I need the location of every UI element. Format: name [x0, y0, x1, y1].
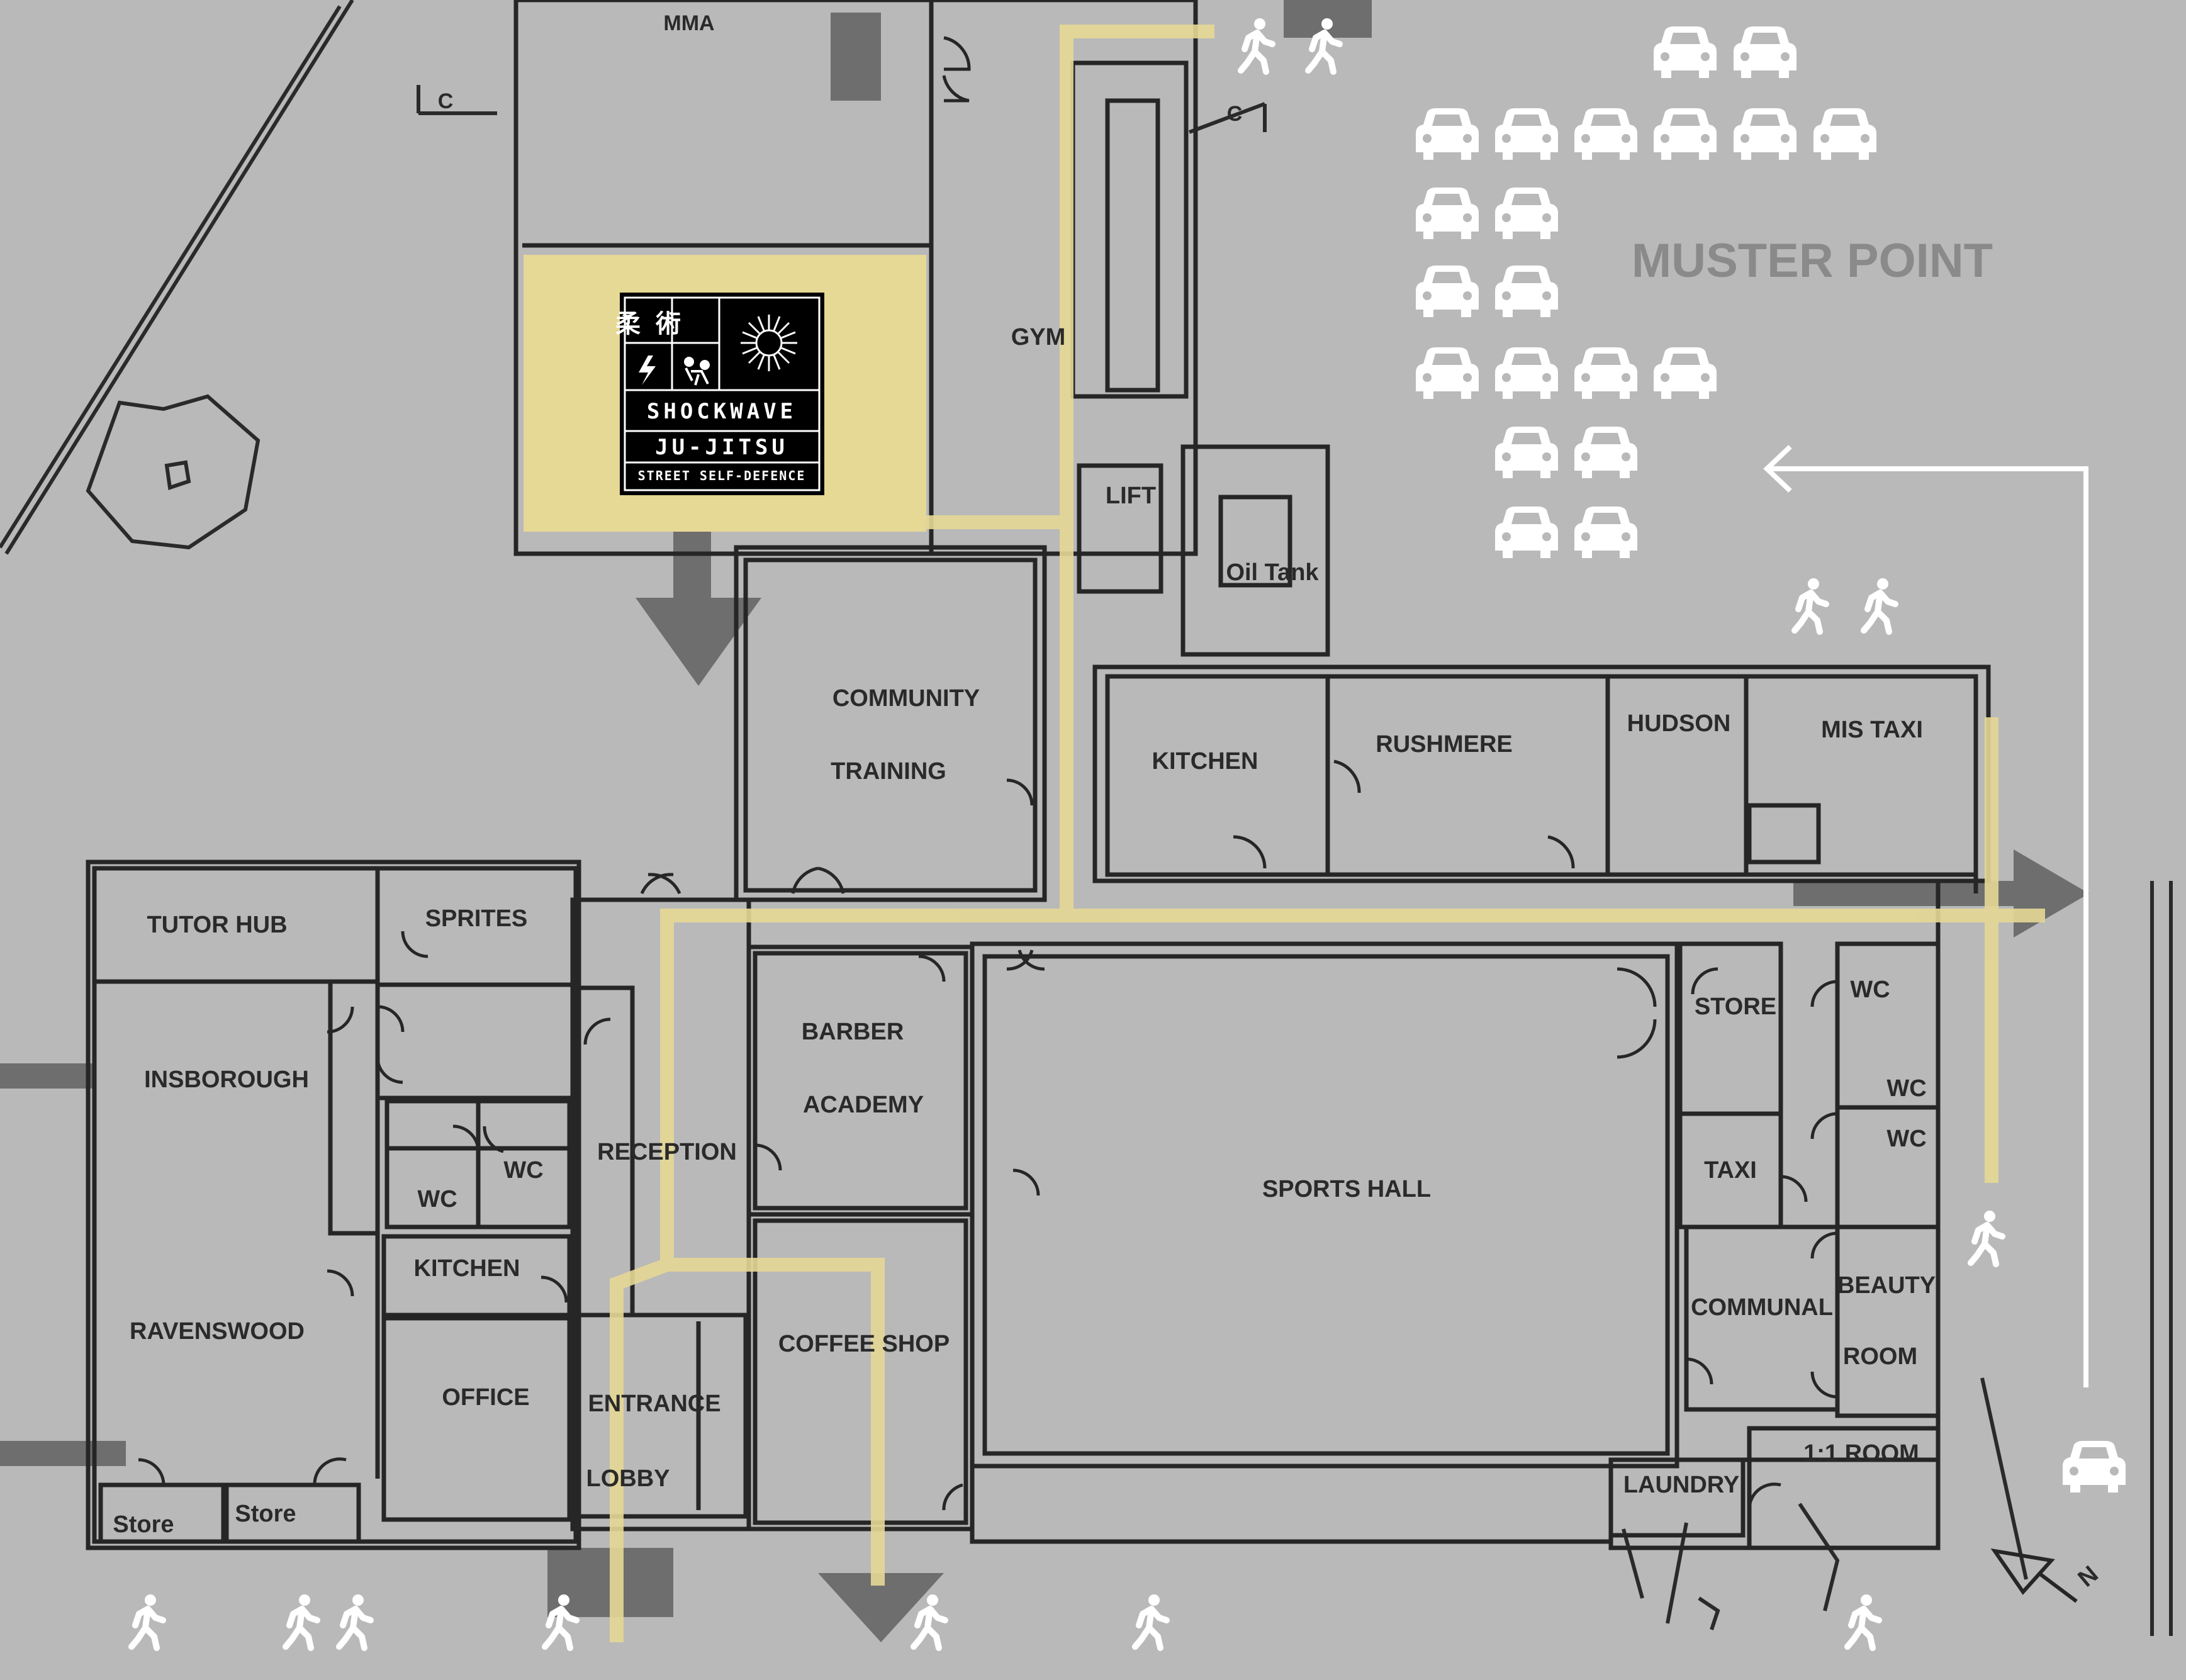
lightning-icon [639, 356, 656, 385]
car-route-arrow [1763, 445, 2088, 1387]
door-swings [138, 36, 1838, 1511]
room-label-entrance: ENTRANCE [588, 1391, 720, 1417]
room-label-office: OFFICE [442, 1384, 529, 1411]
evacuation-route [610, 25, 2045, 1642]
grappling-figures-icon [684, 357, 710, 386]
room-label-wc-d: WC [1886, 1075, 1926, 1102]
compass-label-c2: C [1227, 102, 1243, 126]
logo-kanji: 柔 術 [615, 310, 681, 339]
room-label-taxi: TAXI [1704, 1157, 1757, 1184]
north-arrow-icon: N [1990, 1548, 2104, 1603]
room-label-wc-b: WC [417, 1186, 457, 1212]
room-label-academy: ACADEMY [803, 1092, 924, 1118]
room-label-room: ROOM [1843, 1343, 1917, 1370]
room-label-store-a: Store [113, 1511, 174, 1538]
room-label-sprites: SPRITES [425, 905, 528, 932]
room-label-lobby: LOBBY [586, 1465, 670, 1492]
room-label-kitchen-north: KITCHEN [1152, 748, 1258, 775]
room-label-mma: MMA [663, 11, 714, 35]
room-label-reception: RECEPTION [597, 1139, 737, 1165]
logo-line1: SHOCKWAVE [647, 399, 797, 424]
room-label-coffee-shop: COFFEE SHOP [778, 1331, 950, 1357]
sunburst-icon [741, 315, 797, 371]
room-label-laundry: LAUNDRY [1623, 1472, 1739, 1498]
room-label-mis-taxi: MIS TAXI [1821, 717, 1923, 743]
room-label-store-east: STORE [1695, 994, 1776, 1020]
room-label-wc-a: WC [503, 1157, 543, 1184]
room-label-beauty: BEAUTY [1837, 1272, 1936, 1299]
evacuation-arrow-icon [818, 1573, 944, 1642]
room-label-gym: GYM [1011, 324, 1066, 350]
muster-point-label: MUSTER POINT [1632, 234, 1993, 288]
evacuation-arrow-icon [636, 598, 761, 686]
room-label-ravenswood: RAVENSWOOD [130, 1318, 305, 1345]
room-label-community: COMMUNITY [832, 685, 980, 712]
compass-label-c1: C [438, 89, 454, 113]
room-label-training: TRAINING [831, 758, 946, 785]
logo-line3: STREET SELF-DEFENCE [638, 468, 806, 483]
room-label-wc-c: WC [1850, 977, 1890, 1003]
room-label-wc-e: WC [1886, 1126, 1926, 1152]
room-label-rushmere: RUSHMERE [1376, 731, 1512, 758]
site-features [0, 0, 2173, 1636]
logo-line2: JU-JITSU [655, 435, 788, 460]
room-label-tutor-hub: TUTOR HUB [147, 912, 287, 938]
room-label-kitchen-west: KITCHEN [414, 1255, 520, 1282]
shockwave-logo: 柔 術 SHOCKWAVE JU-JITSU STREET SELF-DEFEN… [615, 293, 824, 495]
room-label-gainsborough: INSBOROUGH [144, 1067, 309, 1093]
room-label-store-b: Store [235, 1501, 296, 1527]
room-label-oil-tank: Oil Tank [1226, 559, 1319, 586]
room-label-sports-hall: SPORTS HALL [1262, 1176, 1431, 1202]
room-label-communal: COMMUNAL [1691, 1294, 1833, 1321]
room-label-one-one-room: 1:1 ROOM [1803, 1440, 1919, 1467]
room-label-hudson: HUDSON [1627, 710, 1731, 737]
room-labels: MMA GYM LIFT Oil Tank COMMUNITY TRAINING… [113, 11, 1936, 1538]
room-label-barber: BARBER [802, 1019, 904, 1045]
room-label-lift: LIFT [1106, 483, 1156, 509]
